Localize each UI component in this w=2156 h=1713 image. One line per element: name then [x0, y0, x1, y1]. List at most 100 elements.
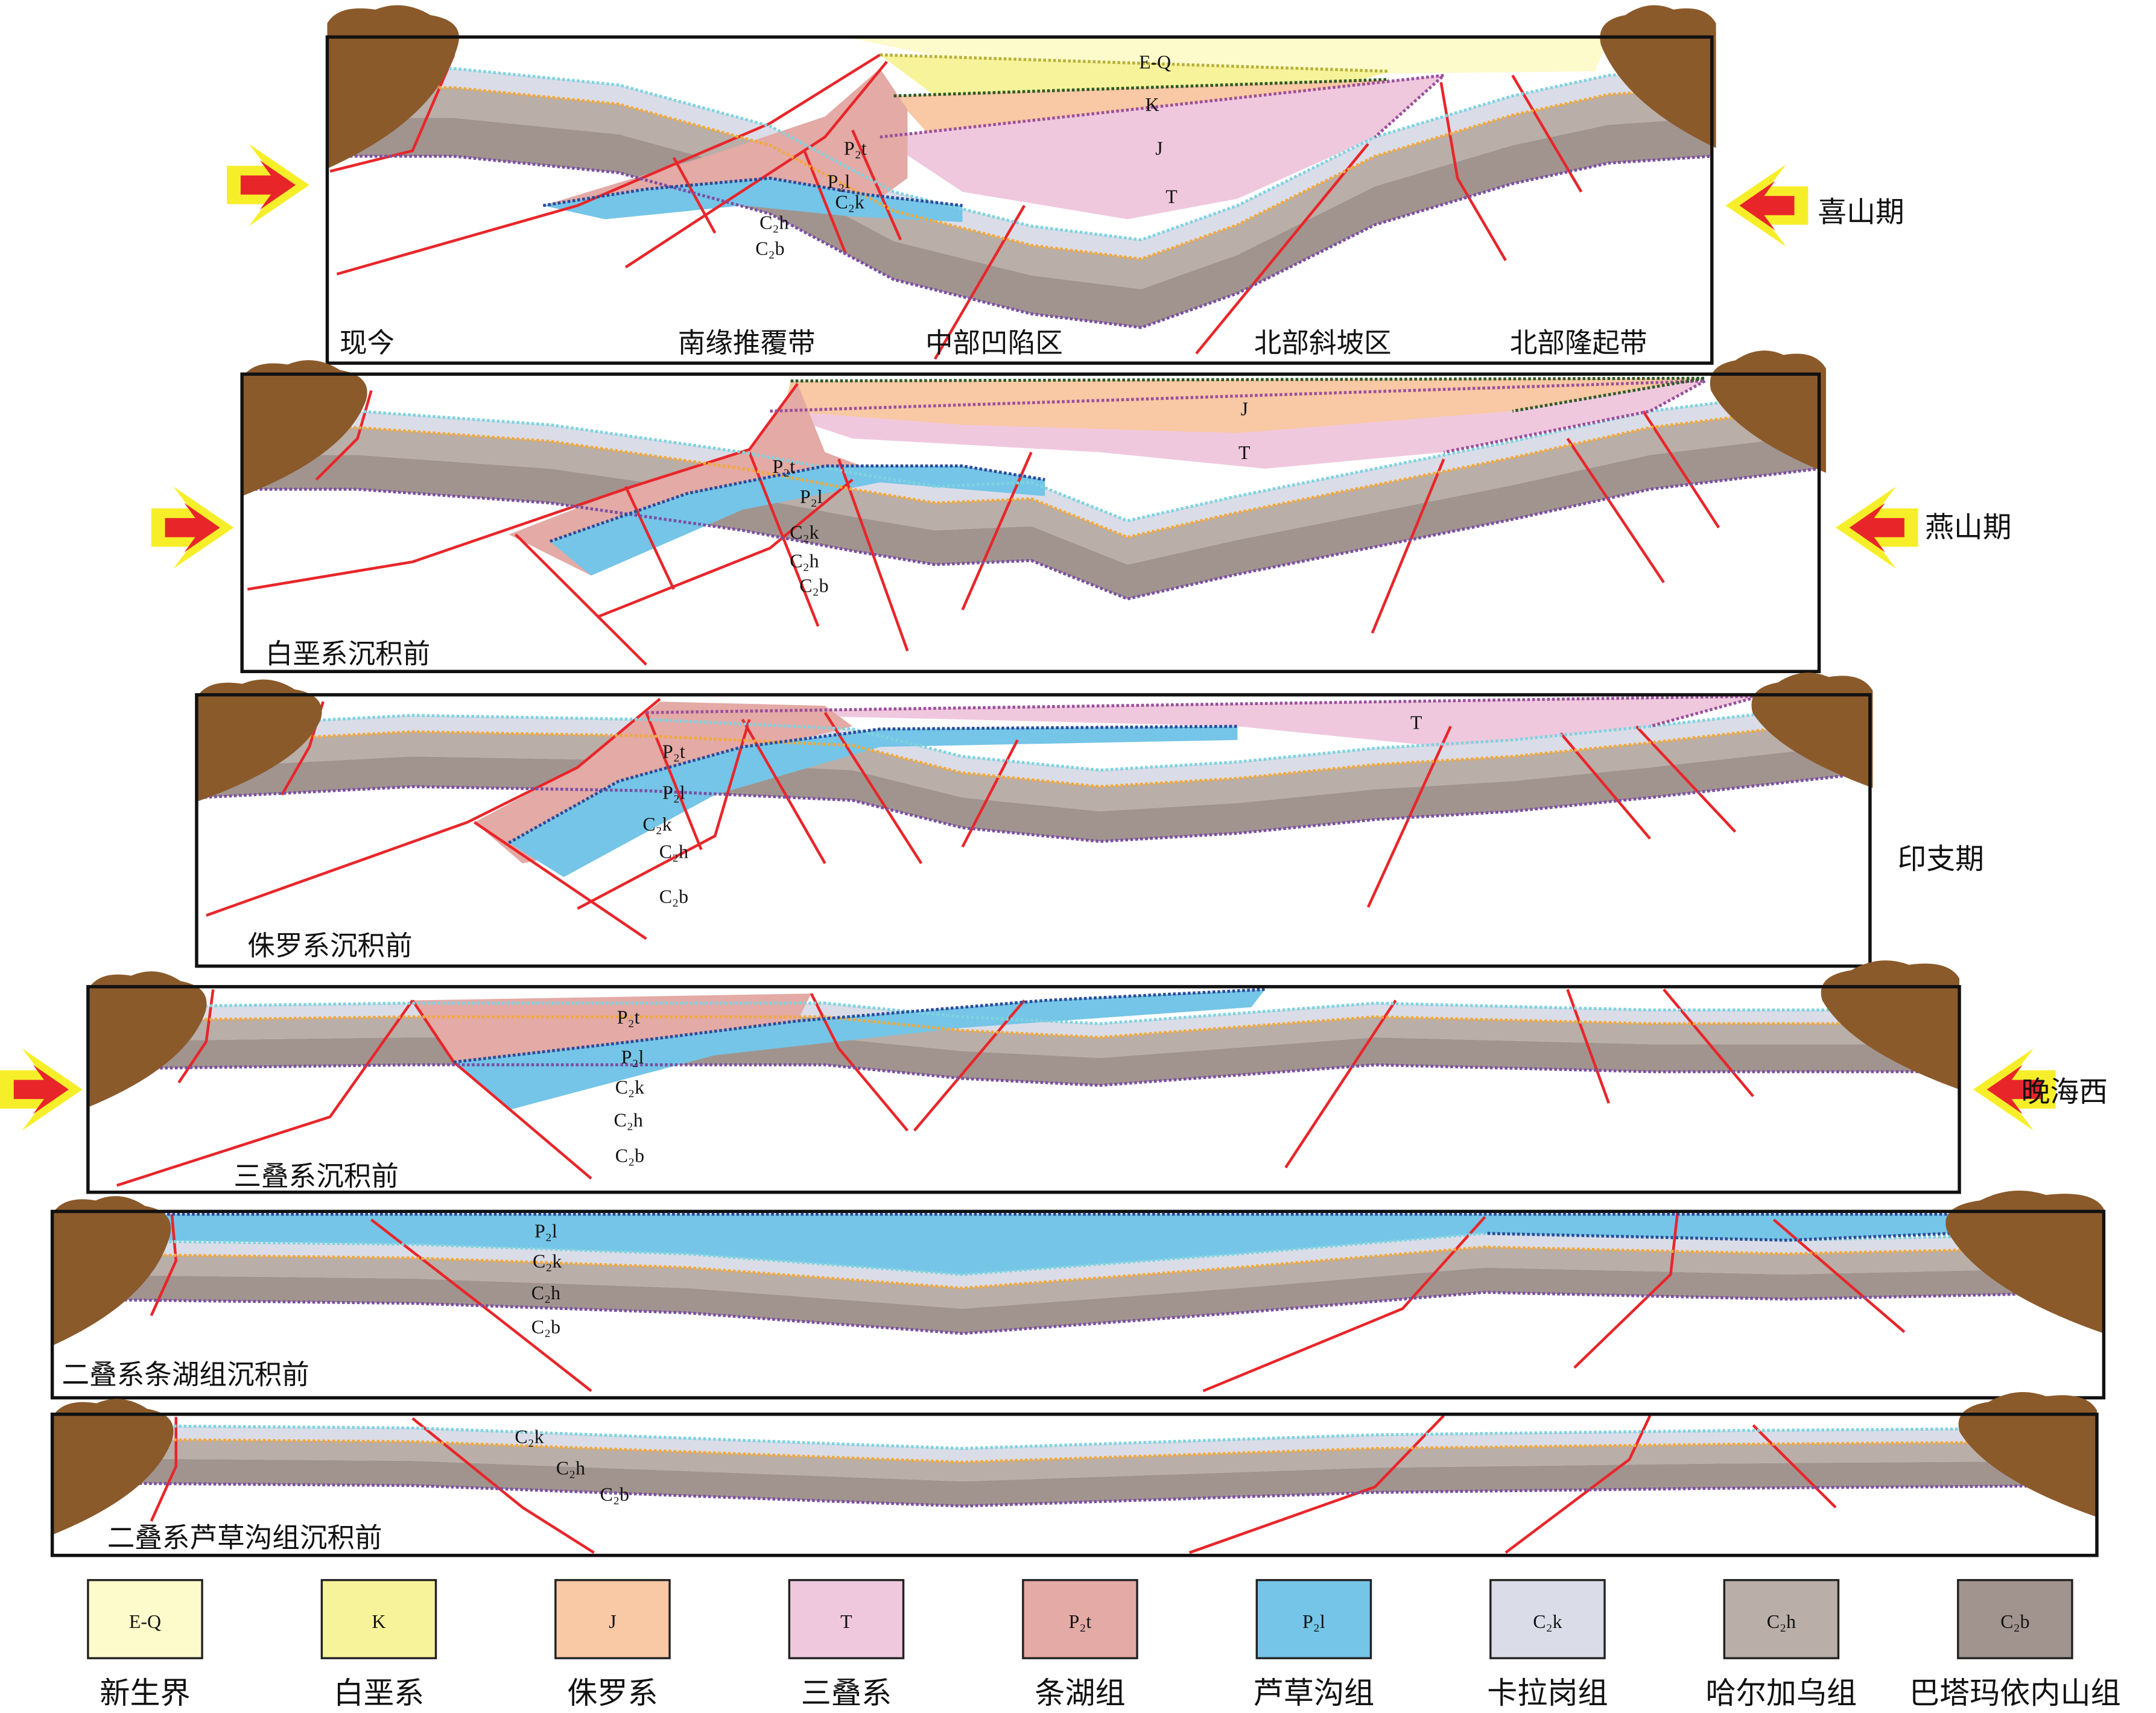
legend-name: 侏罗系 [567, 1676, 658, 1711]
strata-label: C₂h [614, 1110, 642, 1131]
stage-label: 二叠系条湖组沉积前 [62, 1359, 309, 1391]
strata-label: P₂t [617, 1007, 640, 1028]
stratum-c2b [244, 434, 1819, 599]
stage-label: 三叠系沉积前 [233, 1160, 398, 1192]
fault-line [577, 719, 751, 910]
zone-label: 北部隆起带 [1510, 327, 1647, 359]
fault-line [1371, 458, 1445, 634]
legend-swatch [320, 1578, 437, 1659]
boundary-c2b-base [90, 1063, 1960, 1087]
strata-label: P₂t [772, 456, 795, 477]
stratum-c2h [55, 1247, 2104, 1309]
fault-line [913, 999, 1026, 1132]
strata-label: C₂h [531, 1282, 560, 1303]
strata-label: P₂l [828, 171, 851, 192]
fault-line [961, 739, 1019, 848]
strata-label: J [1155, 138, 1162, 159]
fault-line [1195, 143, 1369, 355]
stratum-c2b [55, 1458, 2097, 1506]
boundary-j [790, 376, 1705, 413]
fault-line [672, 157, 717, 234]
legend-item: C₂b 巴塔玛依内山组 [1909, 1578, 2121, 1711]
fault-line [150, 1214, 178, 1317]
compression-arrow-left-icon [1835, 486, 1918, 569]
uplift-mountain-left [196, 679, 322, 802]
stratum-fill [137, 1214, 1953, 1274]
fault-line [1202, 1216, 1486, 1393]
legend-name: 卡拉岗组 [1487, 1676, 1608, 1711]
compression-arrow-right-icon [227, 144, 309, 226]
stratum-fill [543, 68, 908, 209]
stage-label: 白垩系沉积前 [265, 638, 430, 670]
strata-label: C₂k [642, 814, 671, 835]
fault-line [116, 999, 414, 1187]
legend-code: C₂b [2000, 1611, 2029, 1632]
fault-line [803, 150, 847, 255]
section-frame [240, 372, 1821, 674]
boundary-c2b-base [244, 467, 1819, 601]
strata-label: C₂k [533, 1251, 562, 1272]
compression-arrow-right-icon [0, 1048, 83, 1131]
legend-code: C₂k [1533, 1611, 1562, 1632]
boundary-t [880, 73, 1448, 139]
legend-name: 巴塔玛依内山组 [1909, 1676, 2121, 1711]
legend-name: 三叠系 [801, 1676, 892, 1711]
fault-line [1635, 725, 1737, 833]
legend-item: C₂k 卡拉岗组 [1487, 1578, 1608, 1711]
legend-swatch [1957, 1578, 2073, 1659]
section-panel-2 [244, 378, 1819, 666]
stratum-c2k [330, 68, 1712, 259]
strata-label: C₂h [556, 1458, 585, 1479]
fault-line [1663, 988, 1754, 1098]
strata-label: C₂b [531, 1317, 560, 1338]
uplift-mountain-left [242, 360, 367, 496]
period-label: 印支期 [1897, 843, 1984, 876]
strata-label: P₂l [662, 782, 685, 803]
fault-line [1504, 1415, 1652, 1554]
boundary-p2l [453, 987, 1266, 1064]
stratum-fill [852, 38, 1609, 75]
stratum-fill [550, 466, 1045, 576]
fault-line [851, 129, 902, 241]
strata-label: C₂h [790, 551, 819, 572]
strata-label: K [1146, 94, 1159, 115]
period-label: 喜山期 [1818, 196, 1904, 229]
strata-label: C₂k [790, 522, 819, 543]
strata-label: C₂b [600, 1484, 629, 1505]
strata-label: J [1241, 398, 1248, 419]
section-panel-3 [199, 696, 1870, 940]
stratum-fill [412, 993, 811, 1062]
strata-label: T [1410, 712, 1422, 733]
section-panel-4 [90, 988, 1960, 1187]
boundary-c2h-top [244, 405, 1819, 539]
strata-label: C₂h [759, 212, 788, 233]
boundary-c2b-base [330, 154, 1712, 329]
boundary-c2k-top [90, 1001, 1960, 1025]
strata-label: E-Q [1139, 52, 1171, 73]
compression-arrow-left-icon [1973, 1048, 2056, 1131]
legend-swatch [788, 1578, 905, 1659]
stratum-fill [509, 726, 1238, 878]
strata-label: T [1238, 442, 1250, 463]
boundary-c2k-top [55, 1423, 2097, 1451]
boundary-p2l [549, 464, 1045, 543]
legend-name: 新生界 [100, 1676, 190, 1711]
legend-code: T [840, 1611, 852, 1632]
strata-label: C₂k [515, 1426, 544, 1447]
fault-line [474, 821, 647, 940]
boundary-k [880, 53, 1389, 73]
legend-item: T 三叠系 [788, 1578, 905, 1711]
fault-line [315, 390, 373, 481]
period-label: 燕山期 [1925, 511, 2012, 545]
legend-name: 哈尔加乌组 [1706, 1676, 1857, 1711]
fault-line [1284, 999, 1397, 1168]
uplift-mountain-left [52, 1196, 171, 1346]
stratum-c2b [55, 1267, 2104, 1334]
fault-line [247, 382, 799, 591]
stratum-c2h [330, 87, 1712, 290]
fault-line [933, 204, 1026, 360]
legend-swatch [1022, 1578, 1138, 1659]
legend-code: K [372, 1611, 385, 1632]
uplift-mountain-left [87, 971, 207, 1107]
